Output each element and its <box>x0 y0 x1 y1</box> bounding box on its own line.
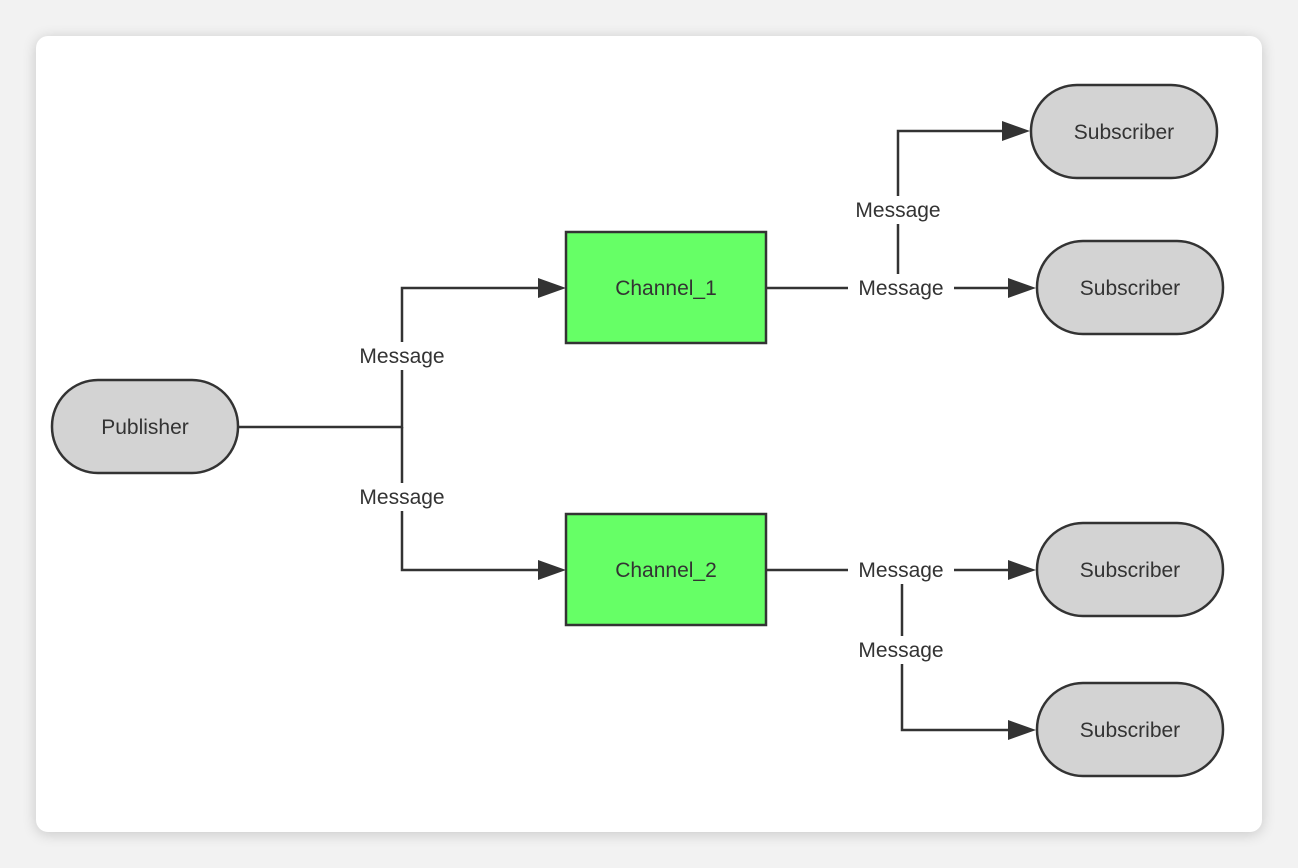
channel-2-node: Channel_2 <box>564 512 768 627</box>
channel-2-label: Channel_2 <box>615 559 717 582</box>
edge-label-text: Message <box>858 559 943 582</box>
subscriber-2-node: Subscriber <box>1035 239 1225 336</box>
subscriber-3-label: Subscriber <box>1080 559 1180 582</box>
subscriber-1-node: Subscriber <box>1029 83 1219 180</box>
subscriber-2-label: Subscriber <box>1080 277 1180 300</box>
edge-publisher-to-channel-2 <box>400 427 566 580</box>
subscriber-3-node: Subscriber <box>1035 521 1225 618</box>
publisher-label: Publisher <box>101 416 189 439</box>
edge-label-text: Message <box>855 199 940 222</box>
channel-2-box <box>564 512 768 627</box>
edge-channel-1-to-subscriber-1 <box>896 121 1030 288</box>
subscriber-4-node: Subscriber <box>1035 681 1225 778</box>
channel-1-label: Channel_1 <box>615 277 717 300</box>
edge-label-channel-2-to-subscriber-4: Message <box>848 636 954 664</box>
edge-label-channel-1-to-subscriber-2: Message <box>848 274 954 302</box>
edge-label-pub-to-channel-2: Message <box>348 483 456 511</box>
edge-label-text: Message <box>359 486 444 509</box>
edge-label-channel-2-to-subscriber-3: Message <box>848 556 954 584</box>
channel-1-box <box>564 230 768 345</box>
edge-label-pub-to-channel-1: Message <box>348 342 456 370</box>
subscriber-4-label: Subscriber <box>1080 719 1180 742</box>
channel-1-node: Channel_1 <box>564 230 768 345</box>
subscriber-1-label: Subscriber <box>1074 121 1174 144</box>
edge-label-text: Message <box>858 277 943 300</box>
edge-label-text: Message <box>359 345 444 368</box>
edge-label-channel-1-to-subscriber-1: Message <box>844 196 952 224</box>
edge-channel-2-to-subscriber-4 <box>900 570 1036 740</box>
publisher-node: Publisher <box>50 378 240 475</box>
edge-label-text: Message <box>858 639 943 662</box>
